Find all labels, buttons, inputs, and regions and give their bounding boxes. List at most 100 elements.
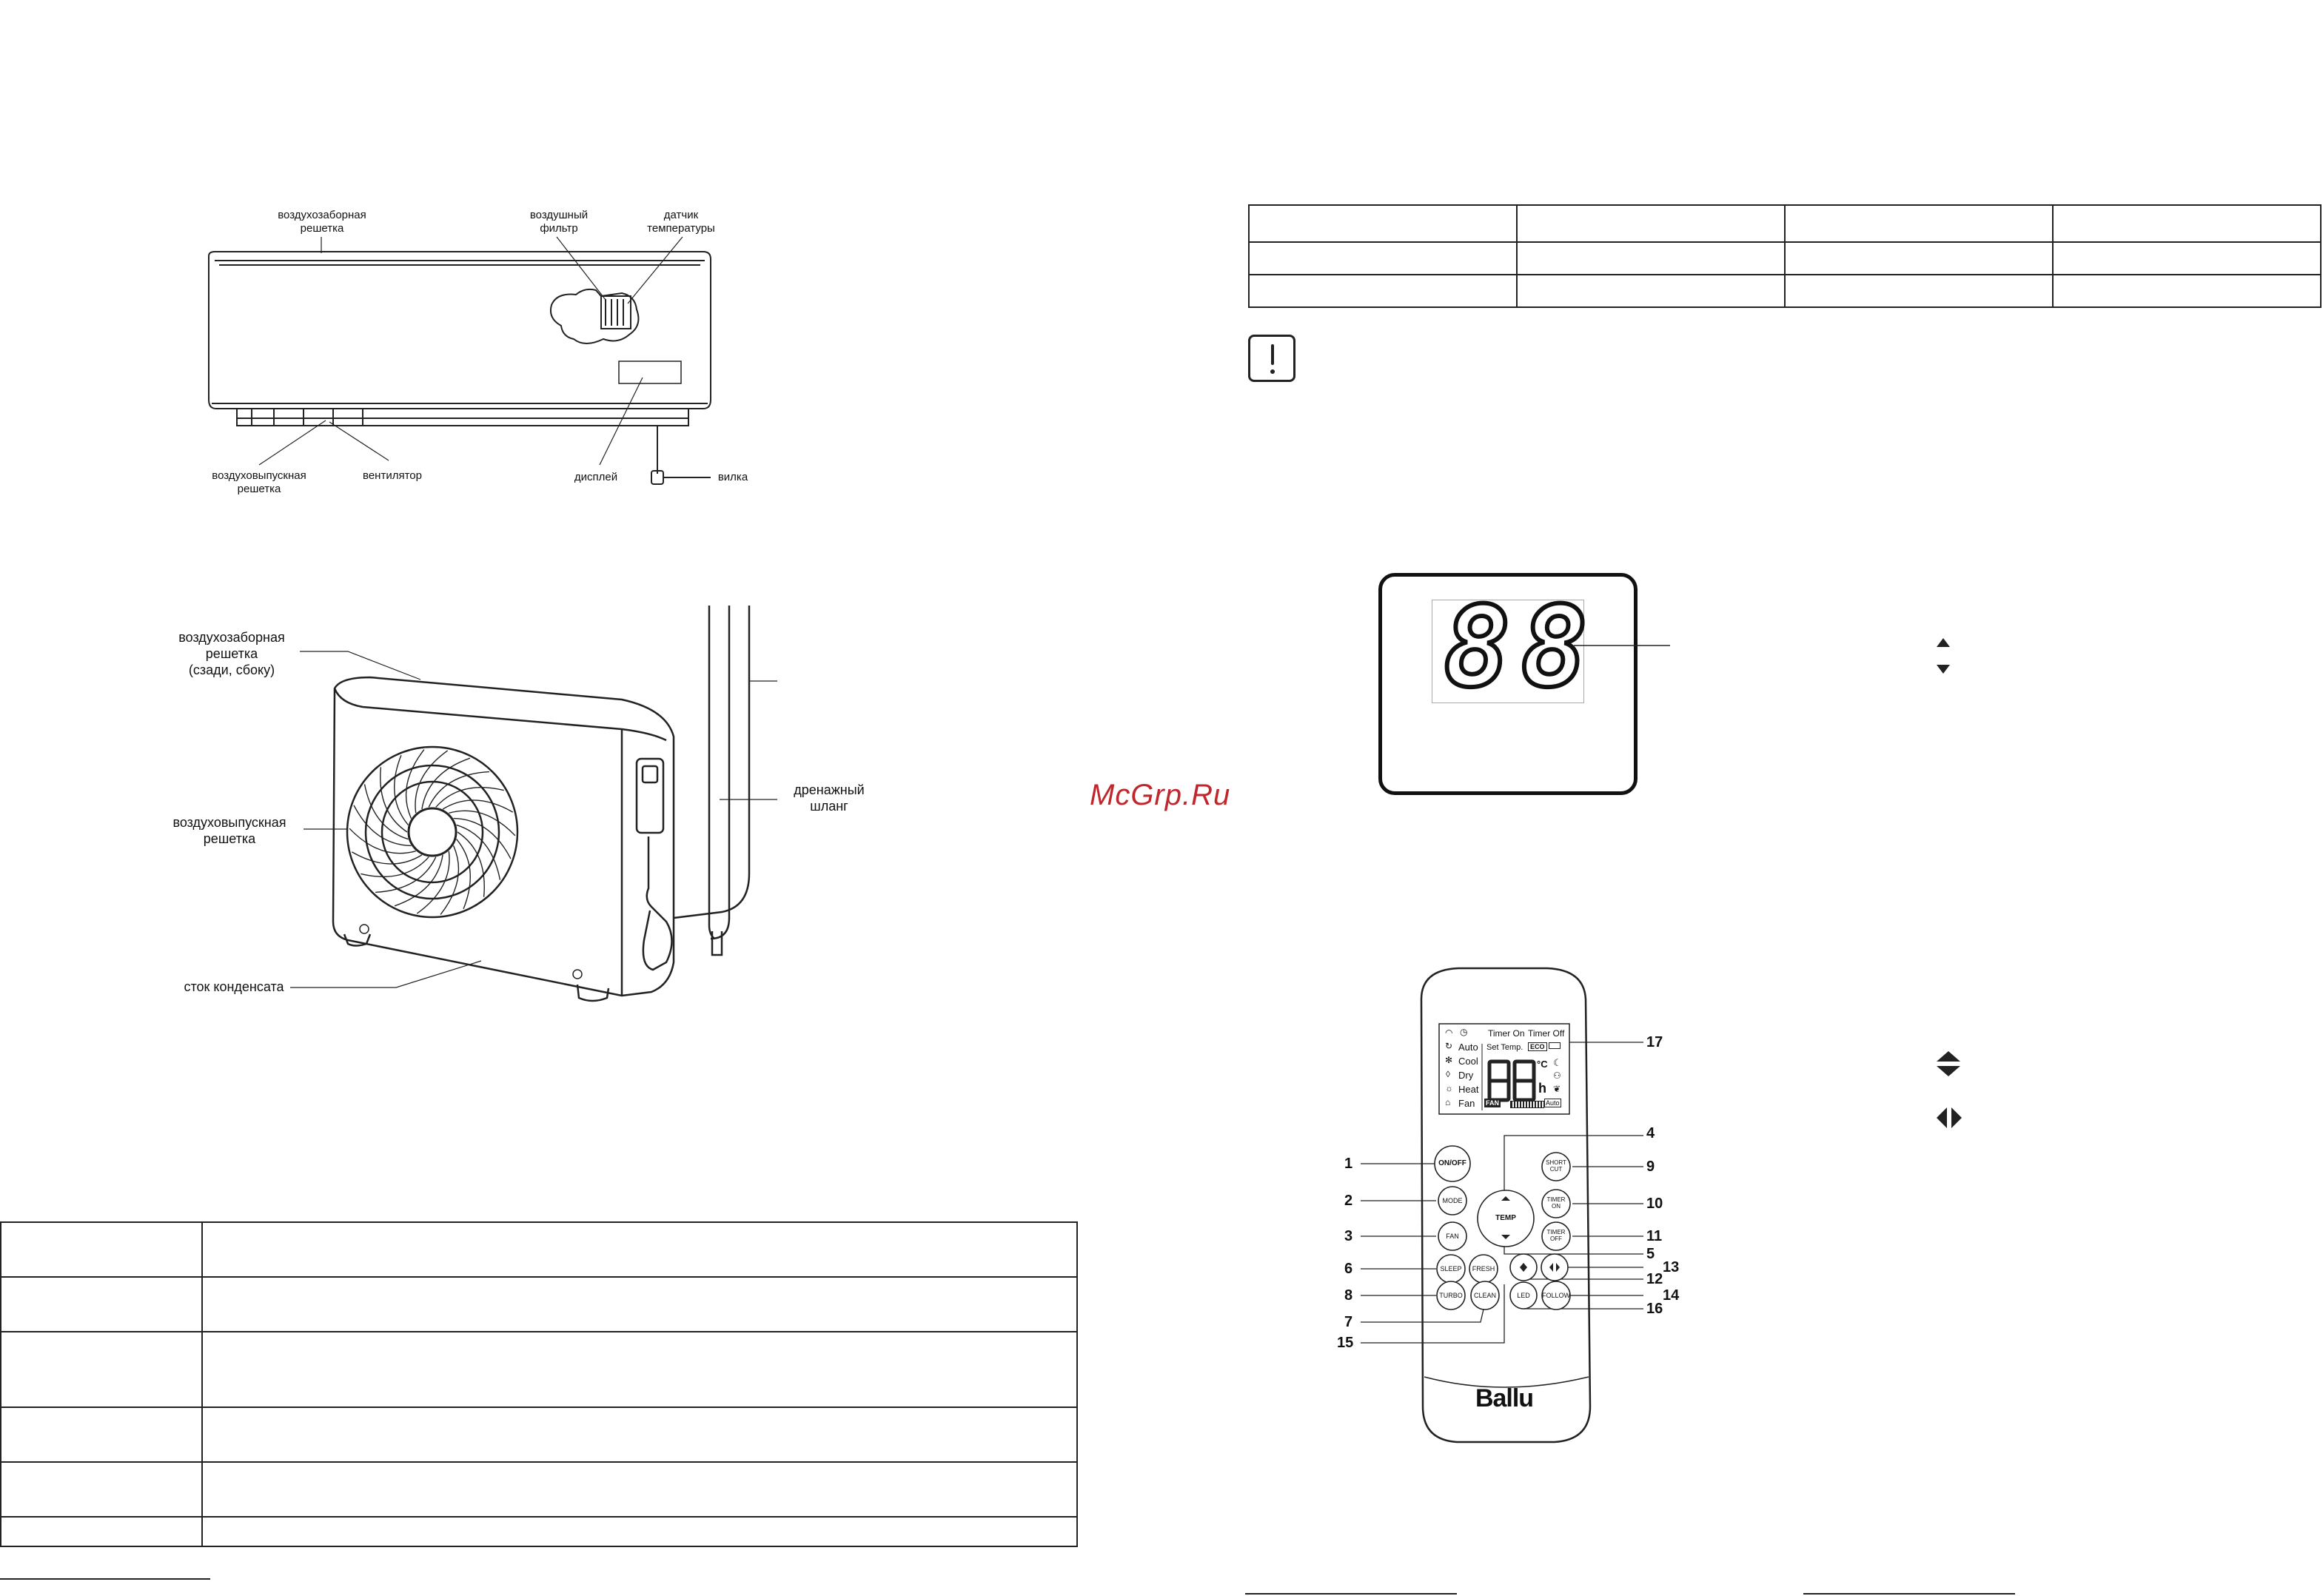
sun-icon: ☼ <box>1445 1083 1453 1093</box>
clean-button[interactable]: CLEAN <box>1473 1292 1496 1299</box>
callout-16: 16 <box>1646 1301 1663 1317</box>
display-digits: 88 <box>1441 583 1598 712</box>
brand-logo: Ballu <box>1475 1384 1534 1412</box>
table-cell <box>2052 274 2322 308</box>
lcd-eco: ECO <box>1528 1042 1547 1051</box>
table-cell <box>201 1516 1078 1547</box>
onoff-button[interactable]: ON/OFF <box>1438 1159 1466 1167</box>
indoor-plug-label: вилка <box>717 471 748 483</box>
lcd-auto: Auto <box>1458 1042 1478 1053</box>
fresh-button[interactable]: FRESH <box>1472 1265 1495 1273</box>
callout-2: 2 <box>1344 1193 1353 1209</box>
table-cell <box>1516 241 1786 275</box>
callout-15: 15 <box>1337 1335 1354 1351</box>
table-cell <box>201 1406 1078 1463</box>
timer-on-button[interactable]: TIMER ON <box>1542 1196 1570 1210</box>
snowflake-icon: ✻ <box>1445 1055 1453 1065</box>
callout-4: 4 <box>1646 1125 1655 1141</box>
turbo-button[interactable]: TURBO <box>1439 1292 1463 1299</box>
callout-17: 17 <box>1646 1034 1663 1050</box>
display-digits-window <box>1432 600 1584 703</box>
table-cell <box>201 1331 1078 1408</box>
follow-button[interactable]: FOLLOW <box>1542 1292 1571 1299</box>
clock-icon: ◷ <box>1460 1027 1468 1037</box>
mode-button[interactable]: MODE <box>1442 1197 1463 1204</box>
temp-button[interactable]: TEMP <box>1495 1214 1516 1222</box>
indoor-air-filter-label: воздушный фильтр <box>529 209 589 235</box>
moon-icon: ☾ <box>1553 1057 1562 1068</box>
wifi-icon: ◠ <box>1445 1027 1453 1038</box>
lcd-set-temp: Set Temp. <box>1486 1043 1523 1052</box>
callout-3: 3 <box>1344 1228 1353 1244</box>
table-cell <box>0 1516 203 1547</box>
lcd-cool: Cool <box>1458 1056 1478 1067</box>
table-cell <box>201 1276 1078 1332</box>
led-button[interactable]: LED <box>1517 1292 1530 1299</box>
table-cell <box>1248 241 1518 275</box>
spec-table-right <box>1248 204 2322 308</box>
table-cell <box>0 1276 203 1332</box>
spec-table-left <box>0 1221 1078 1547</box>
callout-11: 11 <box>1646 1228 1663 1244</box>
celsius-icon: °C <box>1537 1059 1548 1070</box>
battery-icon <box>1549 1042 1561 1049</box>
table-cell <box>201 1221 1078 1278</box>
lcd-dry: Dry <box>1458 1070 1474 1081</box>
table-cell <box>1784 241 2054 275</box>
timer-on-label-2: ON <box>1552 1203 1561 1210</box>
outdoor-outlet-grille-label: воздуховыпускная решетка <box>172 815 286 846</box>
outdoor-intake-grille-label: воздухозаборная решетка (сзади, сбоку) <box>178 630 285 677</box>
table-cell <box>1248 274 1518 308</box>
watermark: McGrp.Ru <box>1090 779 1231 811</box>
shortcut-label-2: CUT <box>1549 1166 1563 1173</box>
shortcut-button[interactable]: SHORT CUT <box>1542 1159 1570 1173</box>
fan-speed-bar <box>1510 1101 1544 1108</box>
lcd-timer-on: Timer On <box>1488 1028 1525 1039</box>
indoor-intake-grille-label: воздухозаборная решетка <box>278 209 366 235</box>
shortcut-label-1: SHORT <box>1546 1159 1566 1166</box>
condensate-drain-label: сток конденсата <box>184 979 284 994</box>
fan-blades <box>349 749 516 915</box>
lcd-fan-tag: FAN <box>1484 1099 1501 1107</box>
table-cell <box>201 1461 1078 1518</box>
callout-7: 7 <box>1344 1314 1353 1330</box>
indoor-outlet-grille-label: воздуховыпускная решетка <box>212 469 306 495</box>
table-cell <box>0 1406 203 1463</box>
indoor-fan-label: вентилятор <box>363 469 422 482</box>
drain-hose-label: дренажный шланг <box>794 782 865 814</box>
footnote-rule-mid <box>1245 1593 1457 1595</box>
lcd-fan-auto: Auto <box>1544 1099 1561 1107</box>
callout-12: 12 <box>1646 1271 1663 1287</box>
drop-icon: ◊ <box>1446 1069 1450 1079</box>
footnote-rule-right <box>1803 1593 2015 1595</box>
callout-6: 6 <box>1344 1261 1353 1277</box>
table-cell <box>0 1461 203 1518</box>
callout-5: 5 <box>1646 1246 1655 1262</box>
timer-off-label-1: TIMER <box>1546 1229 1566 1235</box>
lcd-fan: Fan <box>1458 1098 1475 1109</box>
timer-off-button[interactable]: TIMER OFF <box>1542 1229 1570 1242</box>
callout-14: 14 <box>1663 1287 1680 1304</box>
table-cell <box>2052 241 2322 275</box>
lcd-heat: Heat <box>1458 1084 1479 1095</box>
fan-button[interactable]: FAN <box>1446 1233 1459 1240</box>
sleep-button[interactable]: SLEEP <box>1440 1265 1462 1273</box>
callout-1: 1 <box>1344 1156 1353 1172</box>
timer-off-label-2: OFF <box>1550 1235 1562 1242</box>
table-cell <box>1516 274 1786 308</box>
table-cell <box>1516 204 1786 243</box>
callout-9: 9 <box>1646 1159 1655 1175</box>
timer-on-label-1: TIMER <box>1546 1196 1566 1203</box>
table-cell <box>2052 204 2322 243</box>
display-panel <box>1378 573 1638 795</box>
auto-mode-icon: ↻ <box>1445 1041 1453 1051</box>
table-cell <box>0 1331 203 1408</box>
fan-mode-icon: ⌂ <box>1445 1097 1451 1107</box>
table-cell <box>0 1221 203 1278</box>
lcd-timer-off: Timer Off <box>1528 1028 1565 1039</box>
table-cell <box>1784 204 2054 243</box>
